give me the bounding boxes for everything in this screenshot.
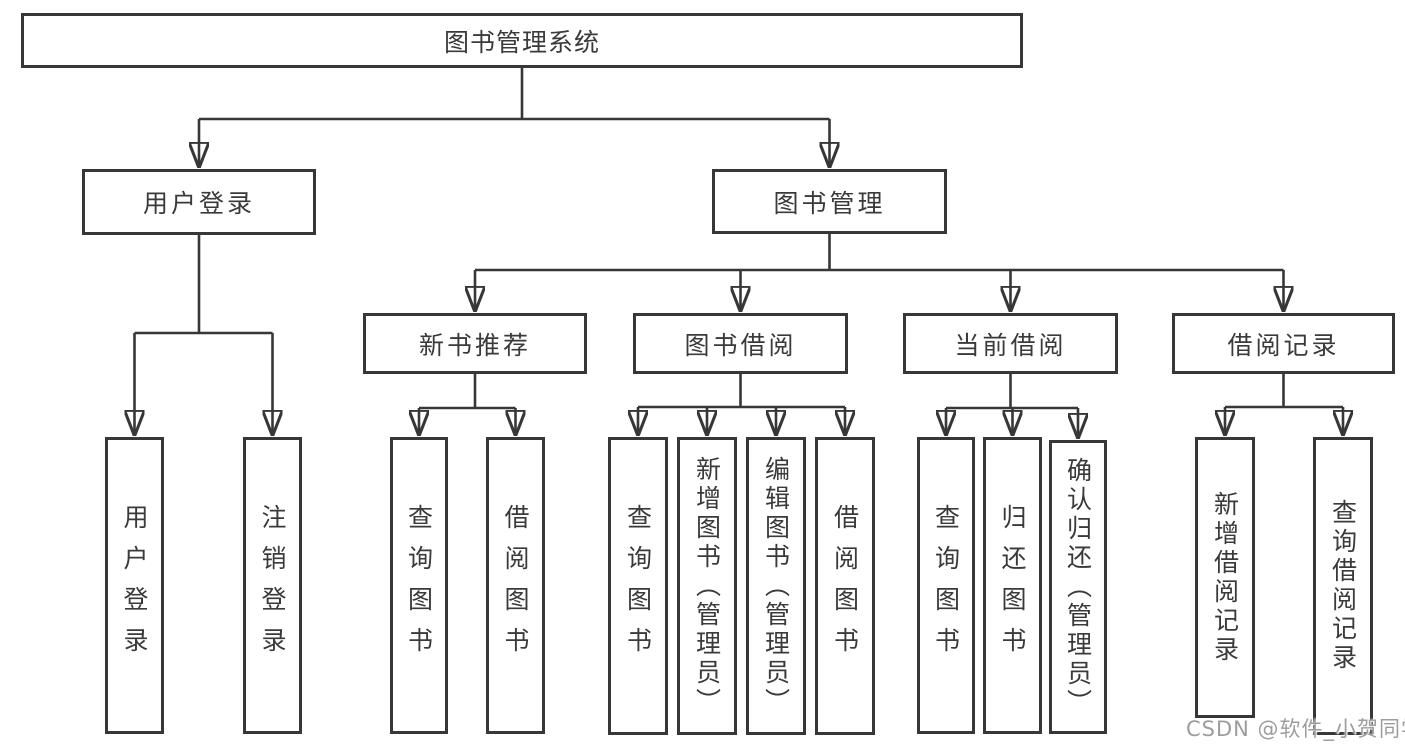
- connector-root: [199, 68, 830, 167]
- node-user-login: 用户登录: [82, 169, 316, 235]
- leaf-edit-books-admin: 编辑图书（管理员）: [746, 437, 806, 735]
- leaf-query-books-current: 查询图书: [917, 437, 975, 734]
- leaf-add-books-admin: 新增图书（管理员）: [677, 437, 737, 735]
- leaf-return-books: 归还图书: [983, 437, 1042, 734]
- connector-new-book: [419, 374, 516, 435]
- connector-book-borrow: [638, 374, 845, 435]
- leaf-query-books-borrow: 查询图书: [608, 437, 668, 735]
- node-borrow-records: 借阅记录: [1172, 313, 1395, 374]
- csdn-watermark: CSDN @软件_小贺同学: [1186, 717, 1405, 741]
- leaf-confirm-return-admin: 确认归还（管理员）: [1049, 440, 1107, 734]
- leaf-query-borrow-record: 查询借阅记录: [1313, 437, 1373, 735]
- leaf-add-borrow-record: 新增借阅记录: [1195, 437, 1255, 718]
- leaf-borrow-books-recommend: 借阅图书: [486, 437, 545, 734]
- node-book-borrow: 图书借阅: [633, 313, 848, 374]
- connector-borrow-records: [1225, 374, 1343, 435]
- node-book-management: 图书管理: [712, 169, 947, 234]
- node-library-management-system: 图书管理系统: [21, 13, 1023, 68]
- connector-current-borrow: [946, 374, 1078, 438]
- leaf-logout: 注销登录: [243, 437, 302, 734]
- node-current-borrow: 当前借阅: [903, 313, 1118, 374]
- leaf-user-login: 用户登录: [105, 437, 164, 734]
- connector-book-management: [475, 234, 1284, 311]
- leaf-query-books-recommend: 查询图书: [390, 437, 448, 734]
- connector-user-login: [135, 235, 273, 435]
- node-new-book-recommend: 新书推荐: [363, 313, 587, 374]
- leaf-borrow-books: 借阅图书: [815, 437, 875, 735]
